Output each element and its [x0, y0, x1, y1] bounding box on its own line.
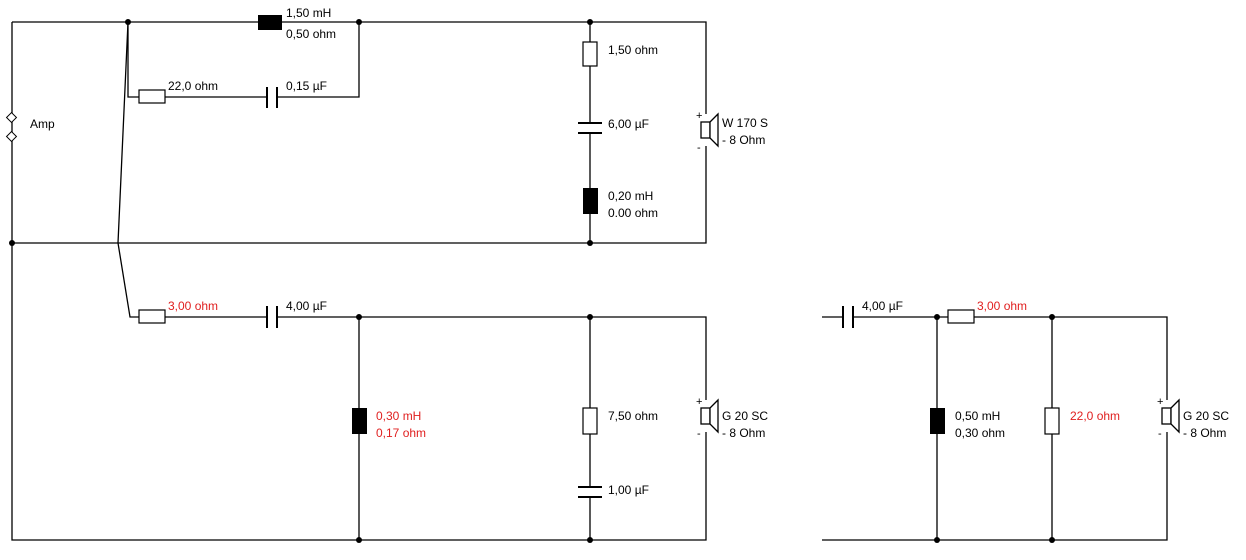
tweeter-resistor-value: 3,00 ohm	[168, 299, 218, 313]
notch-capacitor	[578, 122, 602, 134]
notch-resistor	[582, 41, 598, 67]
tweeter-shunt-capacitor	[578, 486, 602, 498]
woofer-speaker-icon: + -	[696, 110, 719, 154]
woofer-speaker-impedance: - 8 Ohm	[722, 133, 765, 147]
tweeter-speaker-name: G 20 SC	[722, 409, 768, 423]
woofer-series-inductor	[258, 15, 282, 30]
zobel-resistor	[138, 89, 166, 104]
notch-resistor-value: 1,50 ohm	[608, 43, 658, 57]
alt-speaker-name: G 20 SC	[1183, 409, 1229, 423]
alt-speaker-icon: + -	[1157, 396, 1180, 440]
svg-text:-: -	[697, 142, 701, 154]
woofer-speaker-name: W 170 S	[722, 116, 768, 130]
alt-inductor-value: 0,50 mH	[955, 409, 1000, 423]
alt-capacitor-value: 4,00 µF	[862, 299, 903, 313]
tweeter-speaker-icon: + -	[696, 396, 719, 440]
alt-shunt-resistor-value: 22,0 ohm	[1070, 409, 1120, 423]
svg-text:-: -	[1158, 428, 1162, 440]
notch-inductor-value: 0,20 mH	[608, 189, 653, 203]
tweeter-series-capacitor	[266, 306, 278, 328]
notch-inductor	[583, 188, 598, 214]
amp-terminals	[5, 111, 18, 143]
tweeter-inductor-resistance: 0,17 ohm	[376, 426, 426, 440]
tweeter-shunt-resistor-value: 7,50 ohm	[608, 409, 658, 423]
alt-inductor-resistance: 0,30 ohm	[955, 426, 1005, 440]
tweeter-series-resistor	[138, 309, 166, 324]
notch-inductor-resistance: 0.00 ohm	[608, 206, 658, 220]
woofer-inductor-resistance: 0,50 ohm	[286, 27, 336, 41]
tweeter-shunt-inductor	[352, 408, 367, 434]
tweeter-capacitor-value: 4,00 µF	[286, 299, 327, 313]
zobel-capacitor	[266, 87, 278, 108]
alt-shunt-inductor	[930, 408, 945, 434]
svg-text:+: +	[1157, 396, 1163, 408]
alt-shunt-resistor	[1044, 407, 1060, 435]
svg-text:+: +	[696, 110, 702, 122]
woofer-inductor-value: 1,50 mH	[286, 6, 331, 20]
notch-capacitor-value: 6,00 µF	[608, 117, 649, 131]
amp-label: Amp	[30, 117, 55, 131]
svg-text:-: -	[697, 428, 701, 440]
tweeter-shunt-resistor	[582, 407, 598, 435]
tweeter-speaker-impedance: - 8 Ohm	[722, 426, 765, 440]
zobel-resistor-value: 22,0 ohm	[168, 79, 218, 93]
alt-speaker-impedance: - 8 Ohm	[1183, 426, 1226, 440]
alt-series-resistor	[947, 309, 975, 324]
alt-series-capacitor	[842, 306, 854, 328]
junction-dots	[9, 19, 1055, 543]
svg-text:+: +	[696, 396, 702, 408]
wires	[11, 21, 1168, 541]
zobel-capacitor-value: 0,15 µF	[286, 79, 327, 93]
tweeter-inductor-value: 0,30 mH	[376, 409, 421, 423]
tweeter-shunt-capacitor-value: 1,00 µF	[608, 483, 649, 497]
alt-resistor-value: 3,00 ohm	[977, 299, 1027, 313]
